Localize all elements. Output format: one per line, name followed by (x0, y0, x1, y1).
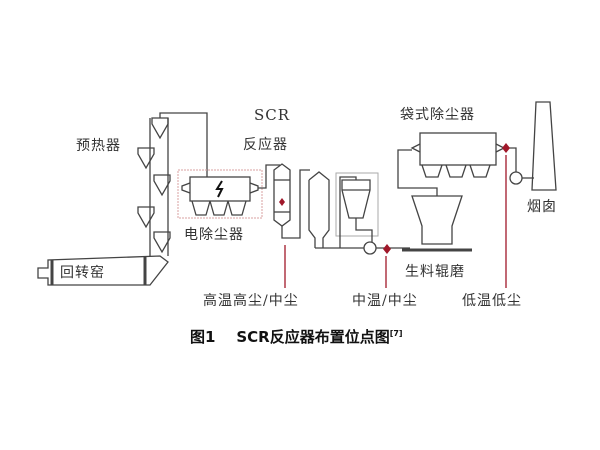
figure-title: SCR反应器布置位点图 (236, 328, 390, 346)
preheater-tower (137, 112, 208, 256)
label-scr-reactor: 反应器 (243, 137, 288, 153)
rotary-kiln (37, 255, 169, 286)
figure-ref: [7] (389, 329, 403, 338)
label-low-temp: 低温低尘 (462, 293, 522, 309)
scr-reactor (273, 163, 291, 227)
raw-mill (397, 149, 472, 252)
label-stack: 烟囱 (527, 199, 557, 215)
figure-number: 图1 (190, 328, 216, 346)
sampling-point-mid (383, 244, 391, 254)
cyclone (151, 117, 169, 140)
label-raw-mill: 生料辊磨 (405, 264, 465, 280)
conditioning-tower (308, 171, 330, 248)
label-preheater: 预热器 (76, 138, 121, 154)
cyclone (153, 231, 171, 254)
cyclone (153, 174, 171, 197)
label-high-temp: 高温高尘/中尘 (203, 293, 299, 309)
sampling-point-high (279, 198, 285, 206)
lightning-icon (215, 180, 224, 198)
fan-icon (363, 241, 377, 255)
label-kiln: 回转窑 (60, 265, 105, 281)
sampling-point-low (502, 143, 510, 153)
electrostatic-precipitator (177, 169, 263, 219)
bag-filter (410, 132, 506, 178)
mid-cyclone (335, 172, 379, 248)
fan-icon (509, 171, 523, 185)
label-bag-filter: 袋式除尘器 (400, 107, 475, 123)
chimney (531, 101, 557, 191)
label-mid-temp: 中温/中尘 (352, 293, 418, 309)
cyclone (137, 206, 155, 229)
label-scr: SCR (254, 106, 291, 124)
figure-caption: 图1 SCR反应器布置位点图[7] (190, 326, 403, 347)
cyclone (137, 147, 155, 170)
label-esp: 电除尘器 (184, 227, 244, 243)
